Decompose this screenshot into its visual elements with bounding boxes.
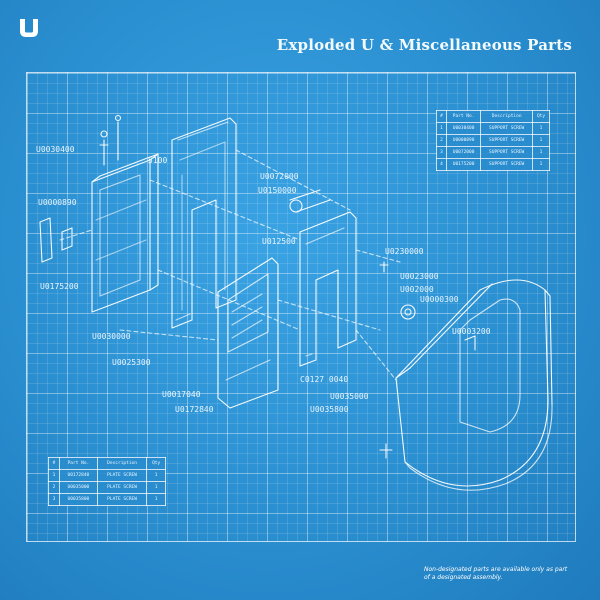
bom-cell: 1 [532,146,550,159]
brand-logo [20,19,38,37]
bom-header-cell: Description [96,457,148,470]
part-label: U012500 [262,237,296,246]
bom-header-cell: # [436,110,447,123]
bom-row: 2 U0035000 PLATE SCREW 1 [48,481,166,494]
bom-cell: 4 [436,158,447,171]
bom-cell: 1 [146,481,166,494]
bom-cell: 1 [532,122,550,135]
bom-cell: 1 [532,158,550,171]
part-label: U0025300 [112,358,151,367]
large-u-part [395,279,553,491]
bom-cell: SUPPORT SCREW [480,146,534,159]
bom-header-cell: Qty [532,110,550,123]
bom-cell: 2 [436,134,447,147]
bom-cell: SUPPORT SCREW [480,158,534,171]
bom-cell: 3 [436,146,447,159]
drawing-title: Exploded U & Miscellaneous Parts [276,36,572,54]
part-label: U0172840 [175,405,214,414]
bom-row: 4 U0175200 SUPPORT SCREW 1 [436,158,550,171]
side-bracket [39,217,73,263]
bom-cell: 1 [146,469,166,482]
part-label: U0072000 [260,172,299,181]
bom-cell: 1 [436,122,447,135]
bom-cell: PLATE SCREW [96,493,148,506]
part-label: 5100 [148,156,168,165]
bom-row: 1 U0172840 PLATE SCREW 1 [48,469,166,482]
bom-cell: 3 [48,493,60,506]
bom-table-top: # Part No. Description Qty 1 U0030400 SU… [436,110,550,171]
bom-row: 2 U0000890 SUPPORT SCREW 1 [436,134,550,147]
part-label: U0000300 [420,295,459,304]
bom-header-cell: Part No. [58,457,98,470]
part-label: U0017040 [162,390,201,399]
bom-header-cell: Qty [146,457,166,470]
part-label: U0023000 [400,272,439,281]
bom-header-cell: # [48,457,60,470]
part-label: U0000890 [38,198,77,207]
bom-cell: PLATE SCREW [96,481,148,494]
part-label: C0127 0040 [300,375,349,384]
bom-cell: U0175200 [445,158,482,171]
part-label: U0030400 [36,145,75,154]
leader-lines [59,149,401,381]
bom-row: 1 U0030400 SUPPORT SCREW 1 [436,122,550,135]
bom-cell: U0000890 [445,134,482,147]
bom-cell: 1 [48,469,60,482]
part-label: U0035800 [310,405,349,414]
bom-cell: U0035000 [58,481,98,494]
right-u-panel [299,211,357,367]
part-label: U0030000 [92,332,131,341]
bom-cell: SUPPORT SCREW [480,134,534,147]
part-label: U0175200 [40,282,79,291]
part-label: U002000 [400,285,434,294]
part-label: U0230000 [385,247,424,256]
bom-cell: PLATE SCREW [96,469,148,482]
bom-table-bottom: # Part No. Description Qty 1 U0172840 PL… [48,457,166,506]
bom-cell: U0072000 [445,146,482,159]
middle-panel [217,257,279,409]
bom-cell: 1 [532,134,550,147]
part-label: U0035000 [330,392,369,401]
bom-cell: U0030400 [445,122,482,135]
part-label: U0003200 [452,327,491,336]
bom-row: 3 U0072000 SUPPORT SCREW 1 [436,146,550,159]
screw-parts [99,114,476,459]
left-u-panel [171,117,237,329]
bom-header-cell: Part No. [445,110,482,123]
footnote: Non-designated parts are available only … [424,566,568,581]
bom-cell: 1 [146,493,166,506]
bom-header-cell: Description [480,110,534,123]
part-label: U0150000 [258,186,297,195]
bom-row: 3 U0035800 PLATE SCREW 1 [48,493,166,506]
rear-housing [91,153,159,313]
bom-cell: U0172840 [58,469,98,482]
bom-cell: U0035800 [58,493,98,506]
bom-cell: 2 [48,481,60,494]
bom-cell: SUPPORT SCREW [480,122,534,135]
